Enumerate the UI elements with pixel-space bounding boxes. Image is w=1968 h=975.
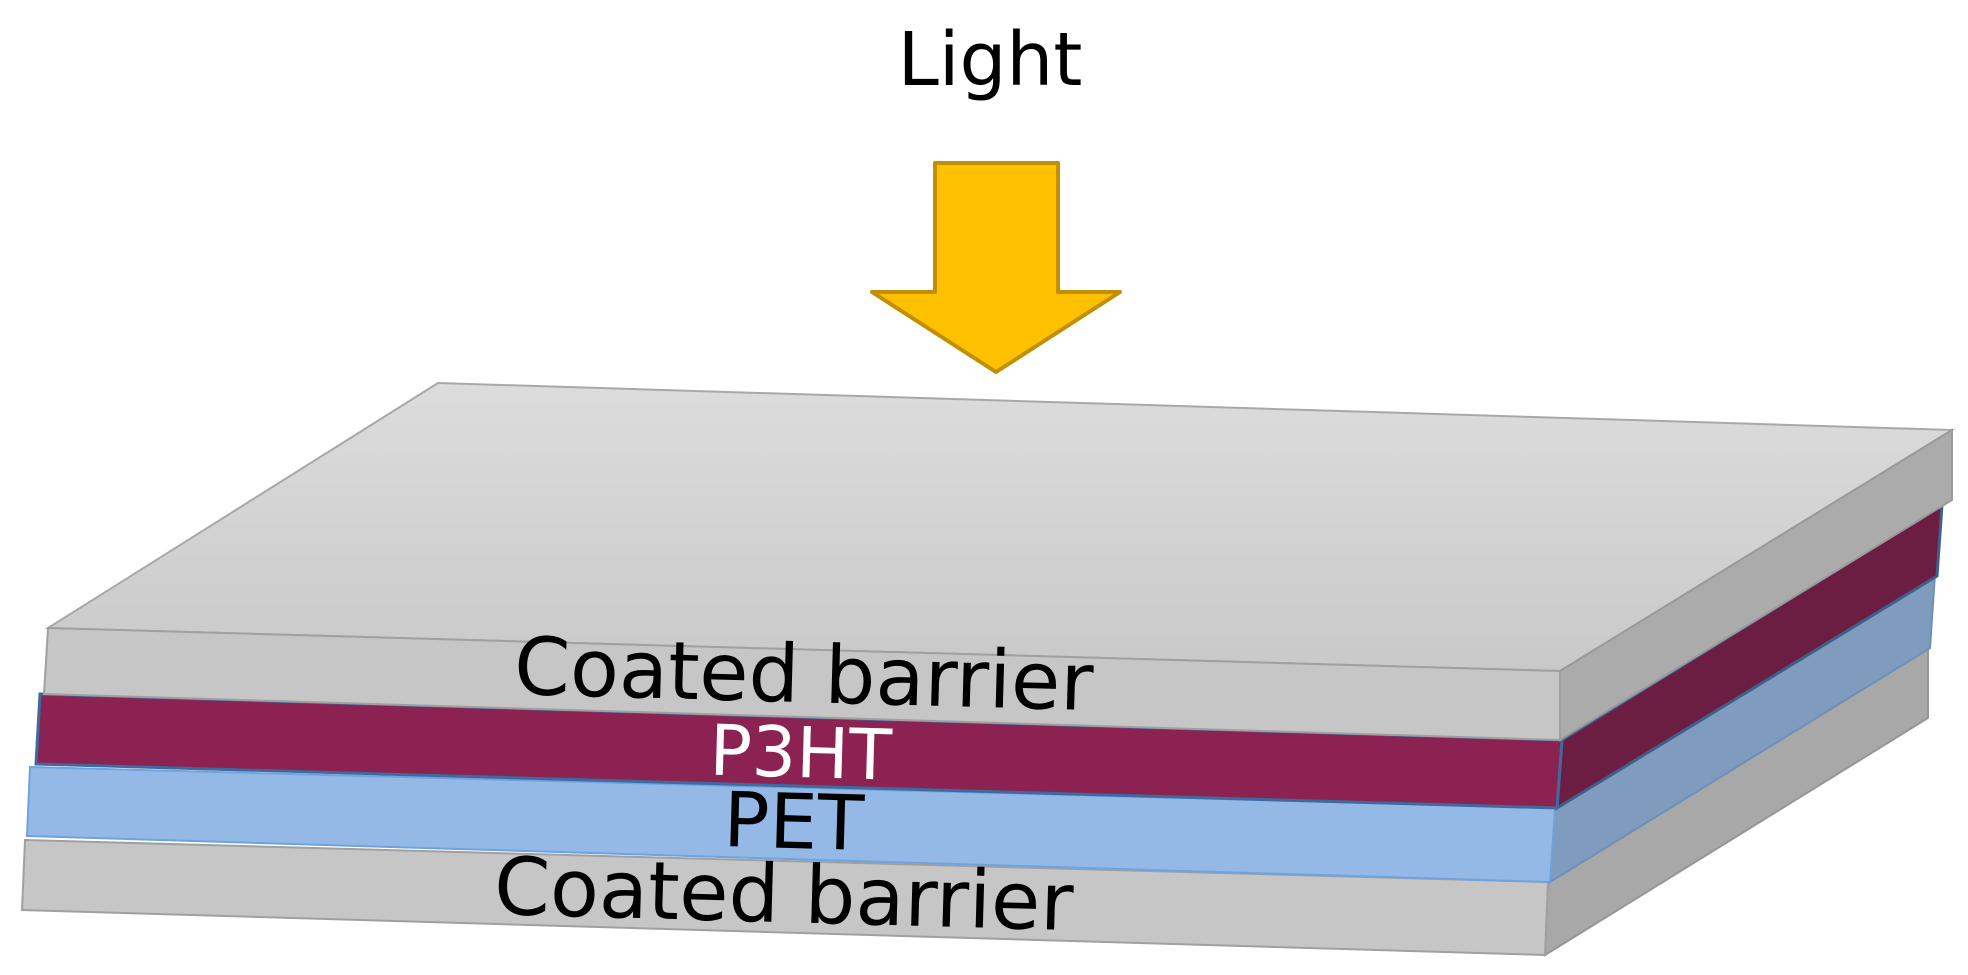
layer-top-barrier [42,381,1956,742]
top-barrier-front-face [42,626,1561,742]
label-top-barrier: Coated barrier [513,620,1095,729]
label-pet: PET [722,775,865,868]
bottom-barrier-front-face [20,838,1550,957]
label-bottom-barrier: Coated barrier [493,840,1075,949]
light-label: Light [898,17,1083,103]
light-arrow-icon [870,161,1122,374]
label-p3ht: P3HT [708,709,893,796]
